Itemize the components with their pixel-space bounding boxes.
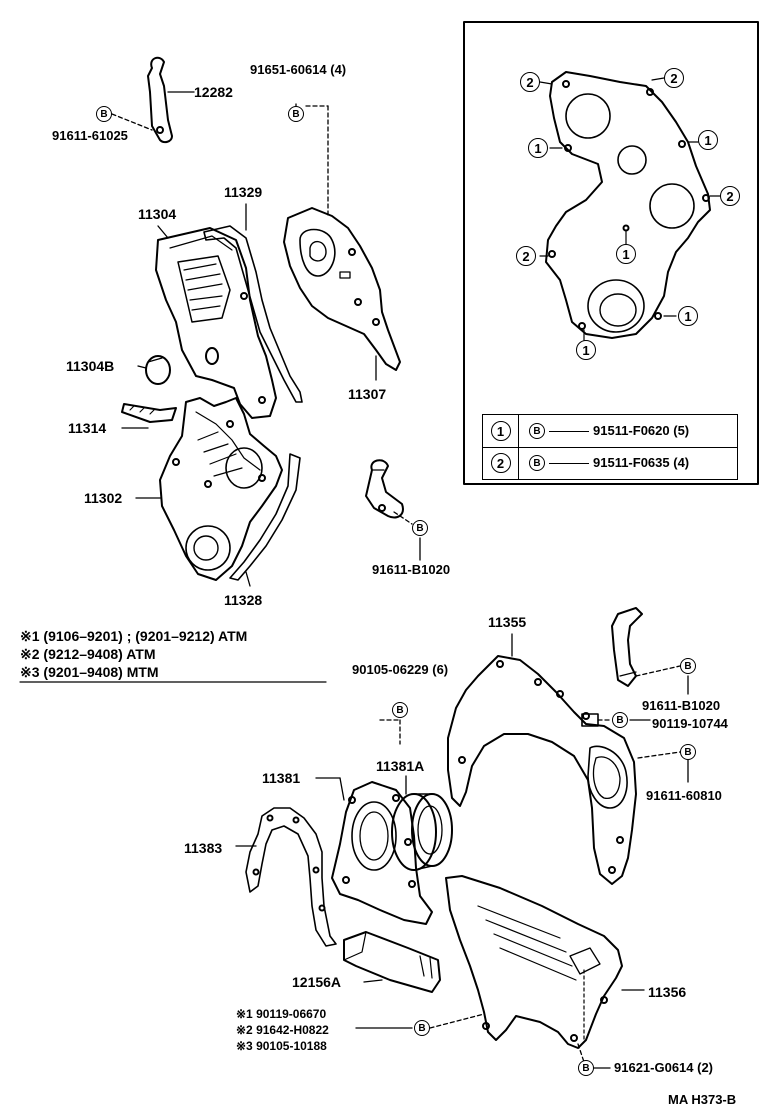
legend-bolt-marker: B — [529, 423, 545, 439]
part-12282-hook-bracket — [147, 56, 195, 144]
label-11304: 11304 — [138, 206, 177, 222]
reference-code: MA H373-B — [668, 1092, 737, 1107]
part-11328-lower-gasket — [229, 453, 301, 581]
label-11304b: 11304B — [66, 358, 115, 374]
part-11307-rear-timing-cover — [283, 207, 401, 371]
label-11381a: 11381A — [376, 758, 425, 774]
part-11314-guide — [121, 403, 177, 423]
inset-legend-table: 1 B 91511-F0620 (5) 2 B 91511-F0635 (4) — [482, 414, 738, 480]
inset-callout: 1 — [678, 306, 698, 326]
part-11304-upper-timing-cover — [155, 227, 277, 419]
part-11356-lower-plate — [445, 875, 623, 1049]
inset-callout: 1 — [616, 244, 636, 264]
bolt-marker-sub-notes: B — [414, 1020, 430, 1036]
inset-callout: 2 — [664, 68, 684, 88]
inset-callout: 2 — [720, 186, 740, 206]
inset-callout: 2 — [516, 246, 536, 266]
label-11381: 11381 — [262, 770, 301, 786]
label-12282: 12282 — [194, 84, 233, 100]
part-12156a-spacer — [343, 931, 441, 993]
label-90119-10744: 90119-10744 — [652, 716, 728, 731]
sub-note-3: ※3 90105-10188 — [236, 1039, 327, 1053]
sub-note-1: ※1 90119-06670 — [236, 1007, 327, 1021]
bolt-marker-91611-61025: B — [96, 106, 112, 122]
label-91621-g0614: 91621-G0614 (2) — [614, 1060, 714, 1075]
label-91611-60810: 91611-60810 — [646, 788, 722, 803]
part-11383-gasket — [245, 807, 337, 947]
legend-key: 2 — [490, 453, 511, 473]
legend-bolt-marker: B — [529, 455, 545, 471]
legend-row: 1 B 91511-F0620 (5) — [483, 415, 737, 448]
inset-timing-case — [545, 71, 711, 339]
label-11328: 11328 — [224, 592, 263, 608]
label-11314: 11314 — [68, 420, 107, 436]
label-11355: 11355 — [488, 614, 527, 630]
label-90105-06229: 90105-06229 (6) — [352, 662, 449, 677]
part-11329-upper-gasket — [203, 225, 303, 403]
note-3: ※3 (9201–9408) MTM — [20, 664, 159, 680]
bolt-marker-91651: B — [288, 106, 304, 122]
label-91611-b1020-a: 91611-B1020 — [372, 562, 451, 577]
part-11381-oil-seal-retainer — [331, 781, 433, 925]
label-11356: 11356 — [648, 984, 687, 1000]
label-11307: 11307 — [348, 386, 387, 402]
inset-callout: 2 — [520, 72, 540, 92]
bolt-marker-91611-b1020-b: B — [680, 658, 696, 674]
bolt-marker-91621: B — [578, 1060, 594, 1076]
label-91611-61025: 91611-61025 — [52, 128, 128, 143]
note-2: ※2 (9212–9408) ATM — [20, 646, 156, 662]
label-11329: 11329 — [224, 184, 263, 200]
bolt-marker-90105-06229: B — [392, 702, 408, 718]
part-hook-bracket-right — [611, 607, 643, 687]
label-12156a: 12156A — [292, 974, 342, 990]
part-11304b-plug — [145, 355, 171, 385]
inset-box — [463, 21, 759, 485]
inset-callout: 1 — [576, 340, 596, 360]
note-1: ※1 (9106–9201) ; (9201–9212) ATM — [20, 628, 248, 644]
legend-key: 1 — [490, 421, 511, 441]
bolt-marker-90119-10744: B — [612, 712, 628, 728]
inset-callout: 1 — [698, 130, 718, 150]
inset-callout: 1 — [528, 138, 548, 158]
legend-row: 2 B 91511-F0635 (4) — [483, 447, 737, 479]
sub-note-2: ※2 91642-H0822 — [236, 1023, 329, 1037]
legend-part-number: 91511-F0635 (4) — [593, 455, 690, 470]
label-91651-60614: 91651-60614 (4) — [250, 62, 347, 77]
part-11302-lower-timing-cover — [159, 397, 283, 581]
label-91611-b1020-b: 91611-B1020 — [642, 698, 721, 713]
part-11355-rear-plate — [447, 655, 637, 885]
part-hook-bracket-mid — [365, 459, 404, 519]
label-11302: 11302 — [84, 490, 123, 506]
bolt-marker-91611-60810: B — [680, 744, 696, 760]
legend-part-number: 91511-F0620 (5) — [593, 423, 690, 438]
bolt-marker-91611-b1020-a: B — [412, 520, 428, 536]
part-11381a-oil-seal — [391, 793, 453, 871]
label-11383: 11383 — [184, 840, 223, 856]
